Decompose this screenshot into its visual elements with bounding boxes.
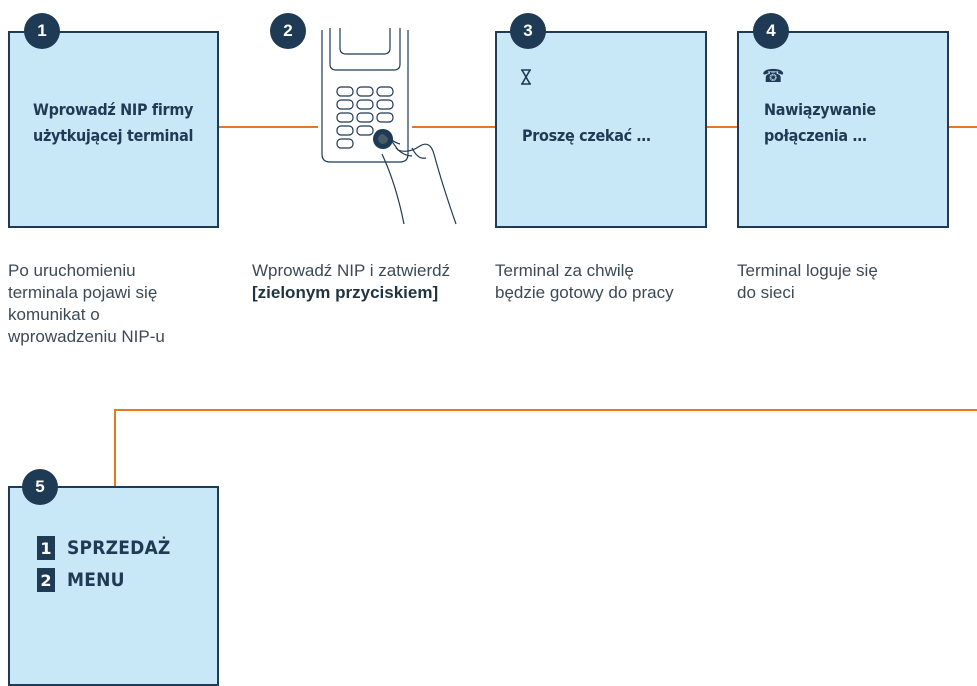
menu-item-number: 2	[37, 568, 55, 592]
step-2-caption-text: Wprowadź NIP i zatwierdź	[252, 261, 451, 280]
step-2-caption-bold: [zielonym przyciskiem]	[252, 283, 439, 302]
connector-4-out	[948, 126, 977, 128]
connector-2-3	[412, 126, 496, 128]
step-3-screen	[495, 31, 707, 228]
step-3-screen-text: Proszę czekać …	[522, 126, 651, 145]
step-4-screen-text: Nawiązywanie połączenia …	[764, 100, 876, 145]
step-4-badge: 4	[753, 13, 789, 49]
connector-3-4	[706, 126, 738, 128]
step-1-screen-text: Wprowadź NIP firmy użytkującej terminal	[33, 100, 194, 145]
step-4-screen	[737, 31, 949, 228]
step-2-caption: Wprowadź NIP i zatwierdź [zielonym przyc…	[252, 260, 467, 304]
menu-item-menu[interactable]: 2 MENU	[37, 568, 125, 592]
menu-item-label: MENU	[67, 569, 125, 591]
hourglass-icon	[520, 69, 532, 90]
connector-to-5	[114, 409, 116, 489]
step-3-caption: Terminal za chwilę będzie gotowy do prac…	[495, 261, 674, 302]
step-3-badge: 3	[510, 13, 546, 49]
step-1-badge: 1	[24, 13, 60, 49]
connector-1-2	[218, 126, 318, 128]
step-5-badge: 5	[22, 469, 58, 505]
menu-item-number: 1	[37, 536, 55, 560]
step-2-badge: 2	[270, 13, 306, 49]
step-1-caption: Po uruchomieniu terminala pojawi się kom…	[8, 261, 165, 346]
menu-item-sprzedaz[interactable]: 1 SPRZEDAŻ	[37, 536, 171, 560]
phone-icon: ☎	[762, 66, 785, 86]
terminal-hand-illustration	[321, 28, 457, 225]
connector-row-return	[114, 409, 977, 411]
menu-item-label: SPRZEDAŻ	[67, 537, 171, 559]
step-1-screen	[8, 31, 219, 228]
step-4-caption: Terminal loguje się do sieci	[737, 261, 878, 302]
